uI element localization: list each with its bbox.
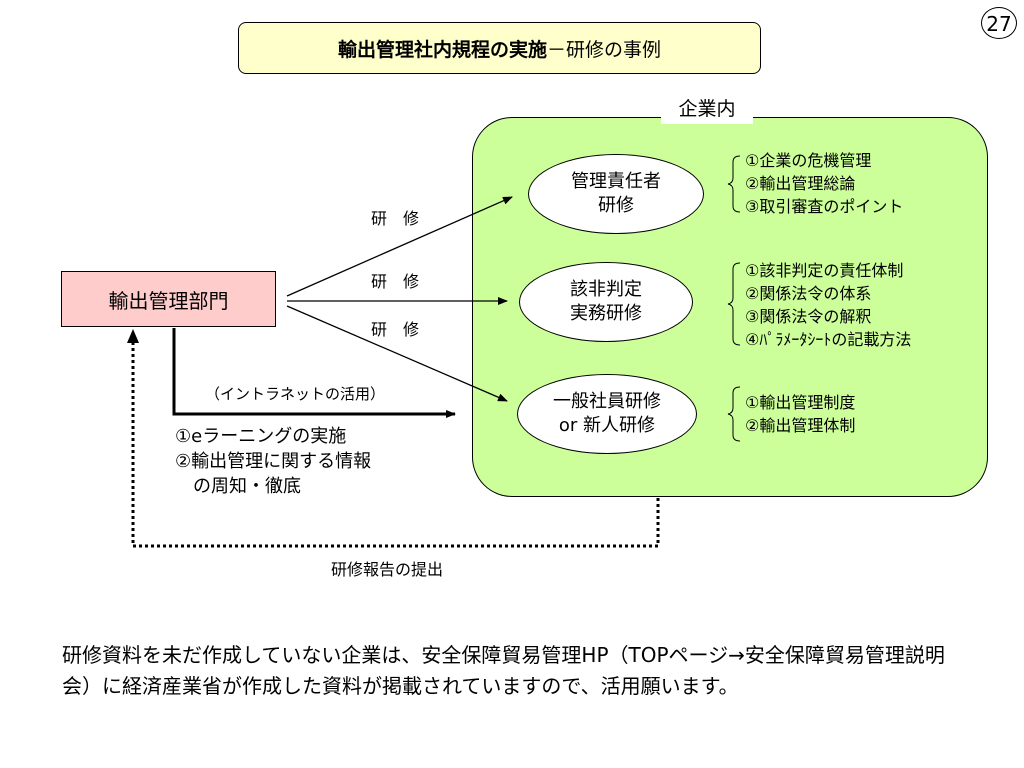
topic-item: ①該非判定の責任体制 [745, 261, 904, 280]
report-dotted-line [131, 340, 660, 548]
page-number: 27 [981, 7, 1017, 39]
slide-title: 輸出管理社内規程の実施－研修の事例 [238, 22, 761, 74]
topic-item: ④ﾊﾟﾗﾒｰﾀｼｰﾄの記載方法 [745, 330, 912, 349]
title-rest-part: －研修の事例 [547, 38, 662, 61]
brace-3 [727, 386, 741, 442]
ellipse-line: 該非判定 [570, 279, 642, 300]
export-control-department-box: 輸出管理部門 [61, 271, 276, 327]
intranet-item: ①eラーニングの実施 [175, 426, 347, 447]
intranet-item: の周知・徹底 [175, 476, 301, 497]
company-label: 企業内 [661, 94, 753, 124]
classification-training-ellipse: 該非判定 実務研修 [519, 262, 693, 342]
title-bold-part: 輸出管理社内規程の実施 [337, 38, 547, 61]
topic-item: ②輸出管理総論 [745, 174, 856, 193]
intranet-item: ②輸出管理に関する情報 [175, 451, 372, 472]
arrow-to-manager-training [286, 196, 513, 297]
ellipse-line: 管理責任者 [571, 171, 661, 192]
brace-1 [727, 155, 741, 213]
arrow-label-training: 研 修 [371, 272, 420, 291]
topic-item: ①企業の危機管理 [745, 151, 872, 170]
brace-2 [727, 262, 741, 346]
topic-item: ③取引審査のポイント [745, 197, 904, 216]
report-arrowhead [127, 329, 139, 343]
manager-training-topics: ①企業の危機管理 ②輸出管理総論 ③取引審査のポイント [745, 149, 903, 218]
footer-note: 研修資料を未だ作成していない企業は、安全保障貿易管理HP（TOPページ→安全保障… [62, 643, 945, 698]
arrow-to-general-training [286, 305, 508, 402]
general-training-topics: ①輸出管理制度 ②輸出管理体制 [745, 391, 855, 437]
report-label: 研修報告の提出 [331, 560, 444, 579]
intranet-items: ①eラーニングの実施 ②輸出管理に関する情報 の周知・徹底 [175, 424, 371, 499]
topic-item: ③関係法令の解釈 [745, 307, 872, 326]
topic-item: ①輸出管理制度 [745, 393, 856, 412]
arrow-label-training: 研 修 [371, 209, 420, 228]
ellipse-line: or 新人研修 [558, 415, 656, 436]
ellipse-line: 研修 [598, 195, 634, 216]
intranet-label: （イントラネットの活用） [205, 385, 386, 403]
manager-training-ellipse: 管理責任者 研修 [528, 154, 704, 234]
general-training-ellipse: 一般社員研修 or 新人研修 [517, 374, 697, 454]
topic-item: ②関係法令の体系 [745, 284, 872, 303]
ellipse-line: 一般社員研修 [553, 391, 661, 412]
ellipse-line: 実務研修 [570, 303, 642, 324]
arrow-label-training: 研 修 [371, 320, 420, 339]
topic-item: ②輸出管理体制 [745, 416, 856, 435]
intranet-arrow [172, 328, 456, 418]
classification-training-topics: ①該非判定の責任体制 ②関係法令の体系 ③関係法令の解釈 ④ﾊﾟﾗﾒｰﾀｼｰﾄの… [745, 259, 911, 351]
